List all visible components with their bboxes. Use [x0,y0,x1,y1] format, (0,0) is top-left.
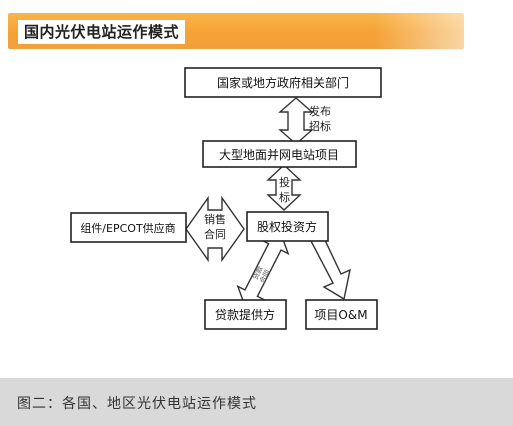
node-om-box [305,299,378,330]
bidding-arrow [278,97,314,145]
node-project: 大型地面并网电站项目 [219,148,339,162]
tender-label-1: 投 [279,175,290,189]
node-supplier: 组件/EPCOT供应商 [80,221,175,235]
tender-label-2: 标 [279,190,290,204]
bidding-label-2: 招标 [309,119,331,133]
node-project-box [202,140,357,168]
node-equity: 股权投资方 [257,219,317,234]
node-loan-box [204,299,287,330]
node-gov: 国家或地方政府相关部门 [217,75,349,90]
node-equity-box [246,211,329,242]
node-loan: 贷款提供方 [215,307,275,322]
sales-label-2: 合同 [204,227,226,241]
bidding-label-1: 发布 [309,104,331,118]
om-arrow [310,235,351,301]
figure-caption: 图二：各国、地区光伏电站运作模式 [17,396,257,412]
node-supplier-box [70,212,187,243]
caption-bar [0,378,513,426]
sales-label-1: 销售 [204,212,226,226]
node-om: 项目O&M [314,308,367,322]
flow-diagram: 发布 招标 投 标 销售 合同 贷款 合同 国家或地方政府相关部门 大型地面并网… [70,67,382,330]
page-title: 国内光伏电站运作模式 [18,20,186,44]
tender-arrow [266,164,302,211]
sales-arrow [185,195,245,263]
node-gov-box [184,67,382,98]
